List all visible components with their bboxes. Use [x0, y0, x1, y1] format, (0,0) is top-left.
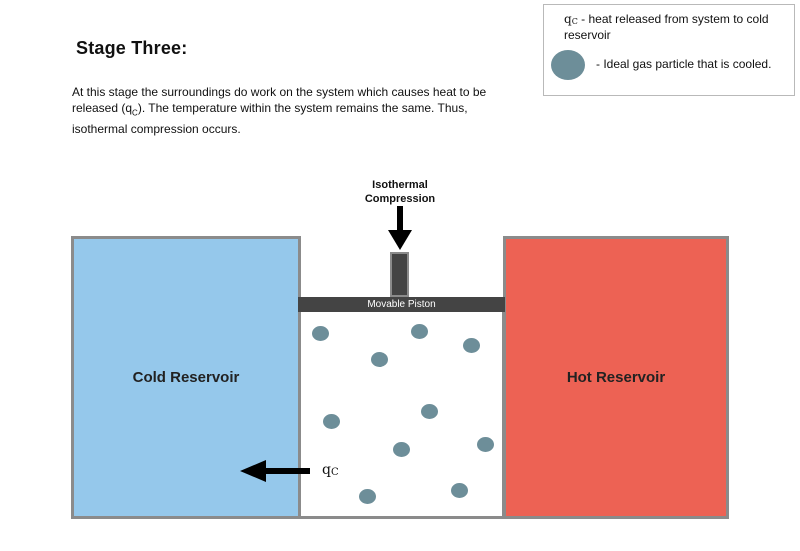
heat-label-letter: q	[322, 462, 331, 478]
hot-reservoir-label: Hot Reservoir	[566, 369, 666, 386]
legend-q-letter: q	[564, 12, 572, 26]
legend-q-symbol: qC	[564, 12, 578, 26]
arrow-left-icon	[240, 460, 310, 482]
piston-rod	[390, 252, 409, 297]
description-part-1: At this stage the surroundings do work o…	[72, 85, 487, 115]
gas-particle-icon	[371, 352, 388, 367]
arrow-down-icon	[388, 206, 412, 250]
legend-q-sub: C	[571, 17, 578, 26]
gas-particle-icon	[393, 442, 410, 457]
stage-description: At this stage the surroundings do work o…	[72, 84, 512, 137]
compression-label-line1: Isothermal	[372, 179, 428, 191]
stage-title: Stage Three:	[76, 38, 188, 58]
legend-heat-text: - heat released from system to cold rese…	[564, 12, 769, 42]
gas-particle-icon	[359, 489, 376, 504]
gas-particle-icon	[323, 414, 340, 429]
legend-particle-text: - Ideal gas particle that is cooled.	[596, 57, 772, 71]
heat-label-sub: C	[330, 467, 339, 478]
compression-label: Isothermal Compression	[340, 178, 460, 206]
gas-particle-icon	[411, 324, 428, 339]
gas-chamber	[298, 298, 505, 519]
gas-particle-icon	[312, 326, 329, 341]
cold-reservoir-label: Cold Reservoir	[132, 369, 240, 386]
legend-particle-icon	[551, 50, 585, 80]
gas-particle-icon	[421, 404, 438, 419]
movable-piston: Movable Piston	[298, 297, 505, 312]
gas-particle-icon	[463, 338, 480, 353]
gas-particle-icon	[451, 483, 468, 498]
heat-label: qC	[322, 462, 339, 478]
legend-box: qC - heat released from system to cold r…	[543, 4, 795, 96]
description-sub: C	[132, 108, 138, 118]
hot-reservoir: Hot Reservoir	[503, 236, 729, 519]
compression-label-line2: Compression	[364, 193, 436, 205]
description-part-2: ). The temperature within the system rem…	[72, 101, 468, 137]
legend-heat-entry: qC - heat released from system to cold r…	[564, 12, 792, 43]
gas-particle-icon	[477, 437, 494, 452]
